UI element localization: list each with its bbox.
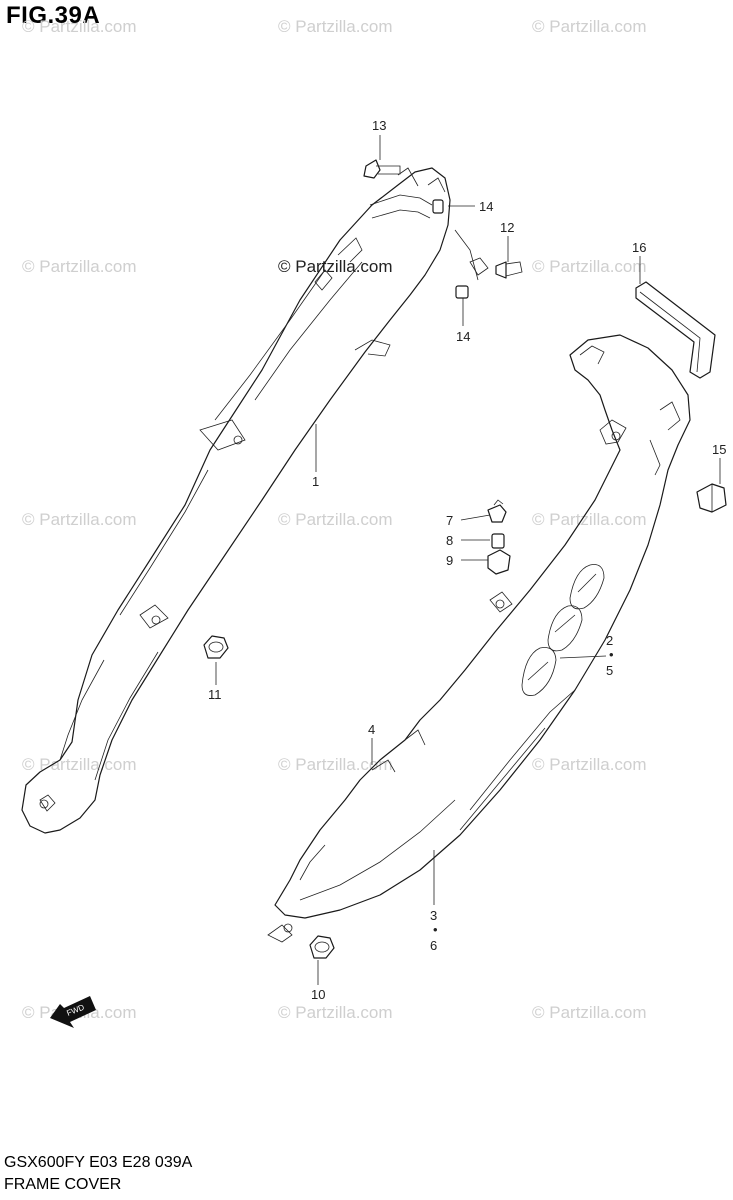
watermark: © Partzilla.com xyxy=(278,510,393,529)
forward-arrow-icon: FWD xyxy=(50,996,96,1028)
frame-cover-left xyxy=(21,167,489,834)
callout-3: 3 xyxy=(430,908,437,923)
callout-1: 1 xyxy=(312,474,319,489)
callout-14: 14 xyxy=(479,199,493,214)
callout-10: 10 xyxy=(311,987,325,1002)
rubber-pad xyxy=(696,483,727,513)
watermark: © Partzilla.com xyxy=(532,510,647,529)
watermark: © Partzilla.com xyxy=(532,17,647,36)
watermark: © Partzilla.com xyxy=(278,17,393,36)
clip-14 xyxy=(432,199,469,299)
grommet-10 xyxy=(309,935,335,959)
callout-2: 2 xyxy=(606,633,613,648)
footer-name-line: FRAME COVER xyxy=(4,1176,122,1193)
callout-16: 16 xyxy=(632,240,646,255)
callout-9: 9 xyxy=(446,553,453,568)
watermark: © Partzilla.com xyxy=(22,510,137,529)
watermark: © Partzilla.com xyxy=(22,257,137,276)
watermark: © Partzilla.com xyxy=(532,755,647,774)
grommet-11 xyxy=(203,635,229,659)
watermark: © Partzilla.com xyxy=(532,257,647,276)
callout-4: 4 xyxy=(368,722,375,737)
callout-15: 15 xyxy=(712,442,726,457)
callout-8: 8 xyxy=(446,533,453,548)
leader-lines xyxy=(215,135,721,985)
side-cover-right xyxy=(267,334,691,943)
watermark: © Partzilla.com xyxy=(22,17,137,36)
callout-13: 13 xyxy=(372,118,386,133)
callout-11: 11 xyxy=(208,687,222,702)
watermark: © Partzilla.com xyxy=(278,755,393,774)
callout-14: 14 xyxy=(456,329,470,344)
callout-12: 12 xyxy=(500,220,514,235)
watermark: © Partzilla.com xyxy=(532,1003,647,1022)
watermark: © Partzilla.com xyxy=(22,755,137,774)
screw-13 xyxy=(363,159,401,179)
screw-12 xyxy=(495,261,523,279)
callout-6: 6 xyxy=(430,938,437,953)
center-watermark: © Partzilla.com xyxy=(278,257,393,276)
fastener-stack xyxy=(487,499,511,575)
callout-5: 5 xyxy=(606,663,613,678)
watermark: © Partzilla.com xyxy=(278,1003,393,1022)
figure-title: FIG.39A xyxy=(6,2,101,29)
callout-7: 7 xyxy=(446,513,453,528)
watermark-grid: © Partzilla.com © Partzilla.com © Partzi… xyxy=(22,17,647,1022)
callouts: 13 14 12 14 16 1 15 7 8 9 2 • 5 11 4 3 •… xyxy=(208,118,726,1002)
callout-separator: • xyxy=(609,647,614,662)
footer-model-line: GSX600FY E03 E28 039A xyxy=(4,1154,193,1171)
trim-strip xyxy=(635,281,716,379)
callout-separator: • xyxy=(433,922,438,937)
